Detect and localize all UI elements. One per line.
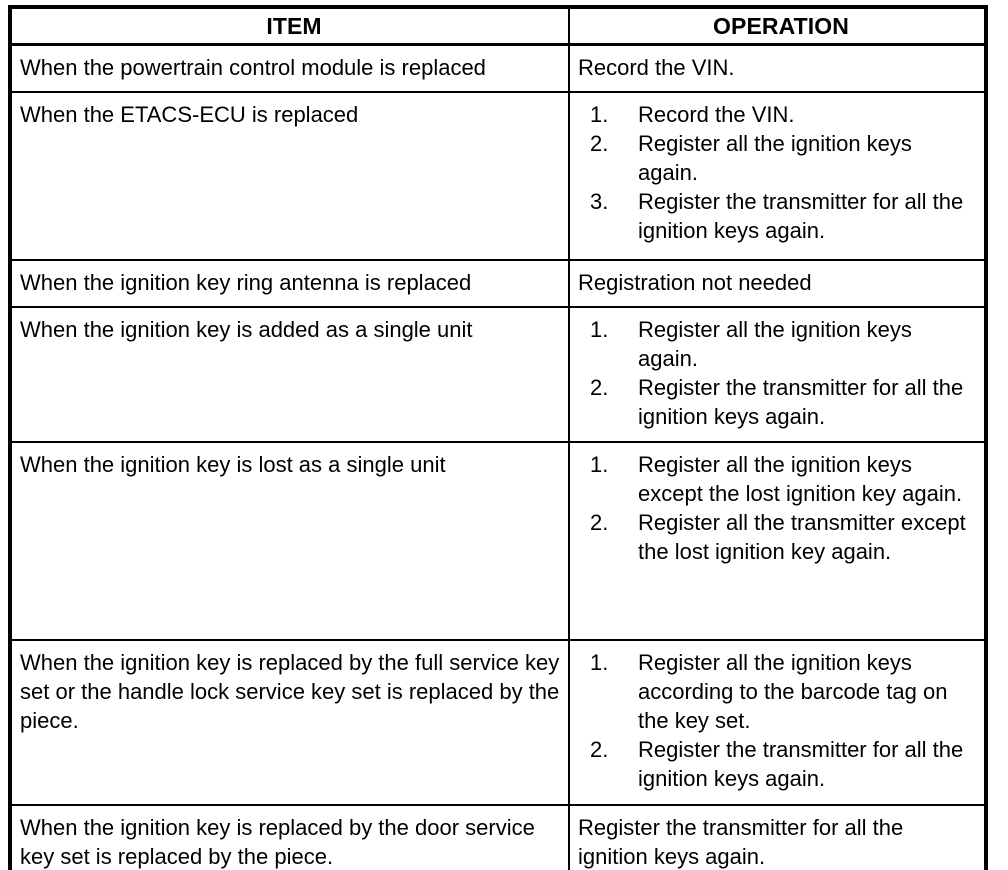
operation-step-text: Register all the ignition keys except th… <box>638 452 963 506</box>
operation-steps-wrapper: 1.Register all the ignition keys again.2… <box>570 308 984 440</box>
operation-steps-wrapper: 1. Record the VIN. 2. Register all the igni… <box>570 93 984 254</box>
cell-operation-text: Register the transmitter for all the ign… <box>578 815 904 869</box>
key-registration-table: ITEM OPERATION When the powertrain contr… <box>8 5 988 870</box>
table-row: When the ignition key ring antenna is re… <box>9 259 987 308</box>
operation-step: 1. Register all the ignition keys accordi… <box>590 648 976 735</box>
cell-item: When the ignition key is replaced by the… <box>9 639 570 806</box>
operation-steps-list: 1. Record the VIN. 2. Register all the igni… <box>578 100 976 245</box>
operation-steps-list: 1.Register all the ignition keys again.2… <box>578 315 976 431</box>
cell-operation: Record the VIN. <box>568 43 987 93</box>
operation-step-number: 2. <box>590 131 609 156</box>
table-row: When the powertrain control module is re… <box>9 43 987 93</box>
table-row: When the ignition key is replaced by the… <box>9 639 987 806</box>
operation-step: 3. Register the transmitter for all the i… <box>590 187 976 245</box>
cell-item: When the powertrain control module is re… <box>9 43 570 93</box>
cell-item-text: When the ETACS-ECU is replaced <box>20 102 359 127</box>
cell-item: When the ETACS-ECU is replaced <box>9 91 570 261</box>
operation-step: 1. Register all the ignition keys again. <box>590 315 976 373</box>
table-row: When the ETACS-ECU is replaced 1. Record t… <box>9 91 987 261</box>
operation-step-number: 1. <box>590 317 609 342</box>
cell-operation: Registration not needed <box>568 259 987 308</box>
column-header-operation: OPERATION <box>568 6 987 46</box>
operation-steps-list: 1. Register all the ignition keys except … <box>578 450 976 566</box>
operation-steps-wrapper: 1. Register all the ignition keys accordi… <box>570 641 984 802</box>
operation-step-text: Register the transmitter for all the ign… <box>638 737 964 791</box>
operation-step-text: Register all the ignition keys according… <box>638 650 948 733</box>
operation-step: 2. Register the transmitter for all the i… <box>590 735 976 793</box>
operation-step: 2. Register all the ignition keys again. <box>590 129 976 187</box>
operation-step-number: 2. <box>590 510 609 535</box>
operation-step-text: Register all the ignition keys again. <box>638 131 912 185</box>
cell-item-text: When the ignition key is replaced by the… <box>20 650 560 733</box>
cell-operation-text: Record the VIN. <box>578 55 735 80</box>
cell-item-text: When the ignition key is replaced by the… <box>20 815 535 869</box>
operation-step-number: 2. <box>590 737 609 762</box>
cell-item-text: When the powertrain control module is re… <box>20 55 486 80</box>
table-row: When the ignition key is replaced by the… <box>9 804 987 870</box>
operation-step-text: Register the transmitter for all the ign… <box>638 375 964 429</box>
operation-step: 1. Record the VIN. <box>590 100 976 129</box>
operation-step-text: Record the VIN. <box>638 102 795 127</box>
operation-steps-list: 1. Register all the ignition keys accordi… <box>578 648 976 793</box>
operation-step: 1. Register all the ignition keys except … <box>590 450 976 508</box>
table-row: When the ignition key is added as a sing… <box>9 306 987 443</box>
operation-step: 2. Register the transmitter for all the i… <box>590 373 976 431</box>
table-body: When the powertrain control module is re… <box>9 43 987 870</box>
operation-step-text: Register the transmitter for all the ign… <box>638 189 964 243</box>
cell-operation: Register the transmitter for all the ign… <box>568 804 987 870</box>
column-header-item-label: ITEM <box>266 13 322 39</box>
cell-item-text: When the ignition key is lost as a singl… <box>20 452 446 477</box>
cell-item: When the ignition key ring antenna is re… <box>9 259 570 308</box>
operation-step-number: 1. <box>590 452 609 477</box>
operation-step: 2. Register all the transmitter except th… <box>590 508 976 566</box>
cell-operation: 1. Record the VIN. 2. Register all the igni… <box>568 91 987 261</box>
cell-item: When the ignition key is replaced by the… <box>9 804 570 870</box>
operation-step-number: 1. <box>590 650 609 675</box>
column-header-operation-label: OPERATION <box>713 13 849 39</box>
operation-step-text: Register all the transmitter except the … <box>638 510 966 564</box>
operation-step-number: 1. <box>590 102 609 127</box>
operation-step-text: Register all the ignition keys again. <box>638 317 912 371</box>
cell-item: When the ignition key is lost as a singl… <box>9 441 570 641</box>
table-row: When the ignition key is lost as a singl… <box>9 441 987 641</box>
cell-operation: 1.Register all the ignition keys again.2… <box>568 306 987 443</box>
table-header: ITEM OPERATION <box>9 6 987 46</box>
cell-item-text: When the ignition key ring antenna is re… <box>20 270 472 295</box>
cell-operation-text: Registration not needed <box>578 270 812 295</box>
cell-item: When the ignition key is added as a sing… <box>9 306 570 443</box>
cell-operation: 1. Register all the ignition keys except … <box>568 441 987 641</box>
operation-step-number: 3. <box>590 189 609 214</box>
operation-step-number: 2. <box>590 375 609 400</box>
column-header-item: ITEM <box>9 6 570 46</box>
cell-operation: 1. Register all the ignition keys accordi… <box>568 639 987 806</box>
operation-steps-wrapper: 1. Register all the ignition keys except … <box>570 443 984 575</box>
table-header-row: ITEM OPERATION <box>9 6 987 46</box>
cell-item-text: When the ignition key is added as a sing… <box>20 317 473 342</box>
